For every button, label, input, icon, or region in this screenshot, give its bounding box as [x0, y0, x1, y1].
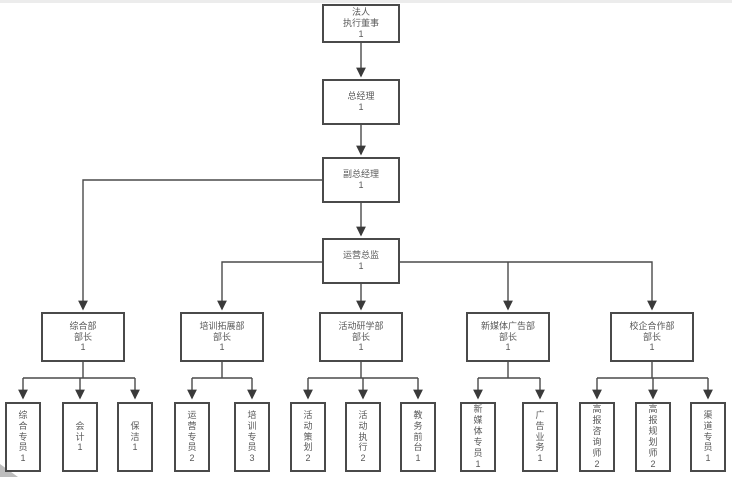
- node-count: 2: [360, 453, 366, 464]
- org-node-ad-sales[interactable]: 广告业务 1: [522, 402, 558, 472]
- org-node-general-specialist[interactable]: 综合专员 1: [5, 402, 41, 472]
- org-node-newmedia-specialist[interactable]: 新媒体专员 1: [460, 402, 496, 472]
- node-count: 1: [505, 342, 511, 353]
- org-node-school-coop-dept-head[interactable]: 校企合作部 部长 1: [610, 312, 694, 362]
- node-label: 法人 执行董事: [342, 7, 379, 29]
- node-count: 1: [80, 342, 86, 353]
- org-node-training-specialist[interactable]: 培训专员 3: [234, 402, 270, 472]
- node-count: 1: [358, 261, 364, 271]
- node-label: 运营专员: [187, 409, 197, 453]
- org-node-event-executor[interactable]: 活动执行 2: [345, 402, 381, 472]
- org-node-newmedia-dept-head[interactable]: 新媒体广告部 部长 1: [466, 312, 550, 362]
- org-node-general-manager[interactable]: 总经理 1: [322, 79, 400, 125]
- node-label: 培训拓展部 部长: [199, 320, 245, 342]
- node-label: 运营总监: [342, 250, 379, 261]
- node-label: 活动执行: [358, 409, 368, 453]
- node-count: 1: [415, 453, 421, 464]
- org-node-activity-dept-head[interactable]: 活动研学部 部长 1: [319, 312, 403, 362]
- org-node-event-planner[interactable]: 活动策划 2: [290, 402, 326, 472]
- org-node-legal-executive-director[interactable]: 法人 执行董事 1: [322, 4, 400, 43]
- org-node-channel-specialist[interactable]: 渠道专员 1: [690, 402, 726, 472]
- node-count: 1: [20, 453, 26, 464]
- node-label: 副总经理: [342, 169, 379, 180]
- node-count: 1: [705, 453, 711, 464]
- node-label: 总经理: [347, 91, 375, 102]
- node-count: 2: [594, 458, 600, 469]
- org-node-operations-director[interactable]: 运营总监 1: [322, 238, 400, 284]
- node-count: 1: [475, 458, 481, 469]
- node-count: 1: [358, 342, 364, 353]
- node-label: 高报规划师: [648, 404, 658, 458]
- node-count: 1: [649, 342, 655, 353]
- node-label: 会计: [75, 420, 85, 442]
- node-label: 广告业务: [535, 409, 545, 453]
- node-label: 综合专员: [18, 409, 28, 453]
- node-count: 1: [358, 180, 364, 190]
- node-label: 渠道专员: [703, 409, 713, 453]
- org-node-academic-front-desk[interactable]: 教务前台 1: [400, 402, 436, 472]
- node-label: 培训专员: [247, 409, 257, 453]
- node-label: 综合部 部长: [69, 320, 97, 342]
- node-label: 教务前台: [413, 409, 423, 453]
- org-node-training-dept-head[interactable]: 培训拓展部 部长 1: [180, 312, 264, 362]
- org-node-deputy-general-manager[interactable]: 副总经理 1: [322, 157, 400, 203]
- org-node-gaokao-planner[interactable]: 高报规划师 2: [635, 402, 671, 472]
- node-count: 1: [358, 102, 364, 112]
- page-top-border: [0, 0, 732, 3]
- node-count: 1: [77, 442, 83, 453]
- node-count: 2: [650, 458, 656, 469]
- node-count: 1: [132, 442, 138, 453]
- org-node-cleaner[interactable]: 保洁 1: [117, 402, 153, 472]
- org-node-operations-specialist[interactable]: 运营专员 2: [174, 402, 210, 472]
- node-label: 新媒体专员: [473, 404, 483, 458]
- node-label: 新媒体广告部 部长: [480, 320, 535, 342]
- node-label: 保洁: [130, 420, 140, 442]
- node-count: 1: [358, 28, 364, 39]
- org-node-gaokao-consultant[interactable]: 高报咨询师 2: [579, 402, 615, 472]
- org-node-general-dept-head[interactable]: 综合部 部长 1: [41, 312, 125, 362]
- org-node-accountant[interactable]: 会计 1: [62, 402, 98, 472]
- node-count: 1: [537, 453, 543, 464]
- node-count: 1: [219, 342, 225, 353]
- node-count: 2: [305, 453, 311, 464]
- node-count: 2: [189, 453, 195, 464]
- node-label: 校企合作部 部长: [629, 320, 675, 342]
- node-count: 3: [249, 453, 255, 464]
- node-label: 活动研学部 部长: [338, 320, 384, 342]
- node-label: 高报咨询师: [592, 404, 602, 458]
- node-label: 活动策划: [303, 409, 313, 453]
